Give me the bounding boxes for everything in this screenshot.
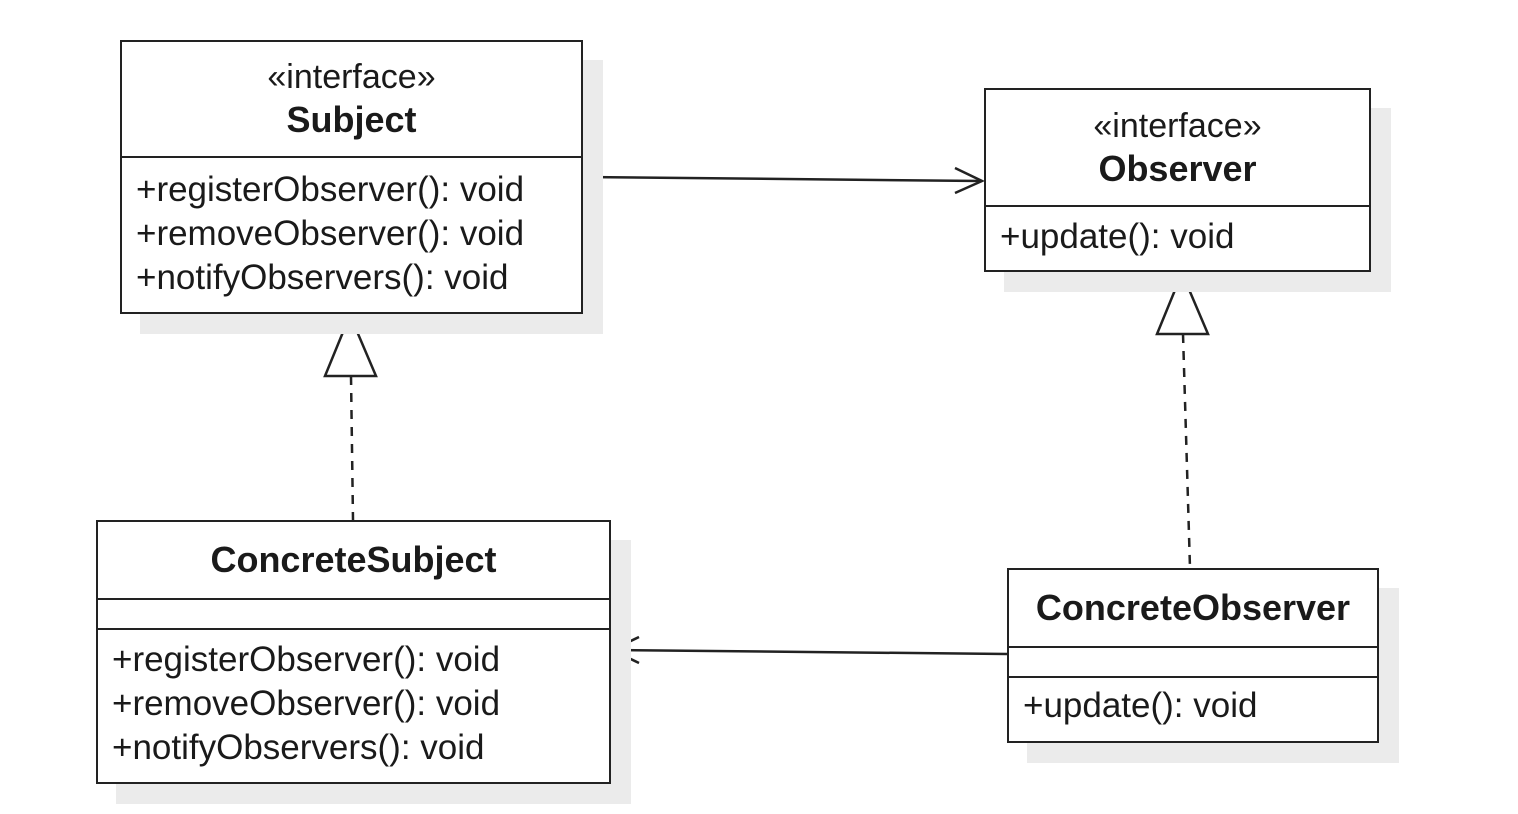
realization-concretesubject-subject [323, 311, 378, 521]
class-name: ConcreteObserver [1035, 587, 1351, 628]
class-header: «interface» Subject [122, 42, 581, 158]
class-header: ConcreteSubject [98, 522, 609, 600]
stereotype-label: «interface» [267, 58, 436, 96]
hollow-triangle-arrowhead [323, 311, 378, 378]
operation: +registerObserver(): void [112, 640, 501, 679]
open-arrowhead [609, 635, 640, 665]
class-name: ConcreteSubject [210, 539, 497, 580]
class-name: Observer [1098, 147, 1257, 189]
operations-compartment: +update(): void [986, 207, 1369, 259]
operation: +notifyObservers(): void [112, 728, 485, 767]
open-arrowhead [954, 166, 985, 195]
association-concreteobserver-concretesubject [609, 635, 1008, 665]
class-header: «interface» Observer [986, 90, 1369, 207]
attributes-compartment [1009, 648, 1377, 678]
operations-compartment: +update(): void [1009, 678, 1377, 728]
hollow-triangle-arrowhead [1155, 269, 1210, 336]
operation: +removeObserver(): void [112, 684, 501, 723]
operation: +removeObserver(): void [136, 214, 525, 253]
class-header: ConcreteObserver [1009, 570, 1377, 648]
class-concrete-observer[interactable]: ConcreteObserver +update(): void [1007, 568, 1379, 743]
operation: +update(): void [1000, 217, 1235, 256]
attributes-compartment [98, 600, 609, 630]
operations-compartment: +registerObserver(): void +removeObserve… [122, 158, 581, 300]
operation: +notifyObservers(): void [136, 258, 509, 297]
operation: +registerObserver(): void [136, 170, 525, 209]
operation: +update(): void [1023, 686, 1258, 725]
operations-compartment: +registerObserver(): void +removeObserve… [98, 630, 609, 770]
association-subject-observer [582, 166, 985, 195]
realization-concreteobserver-observer [1155, 269, 1210, 569]
class-concrete-subject[interactable]: ConcreteSubject +registerObserver(): voi… [96, 520, 611, 784]
class-name: Subject [286, 99, 417, 140]
class-subject[interactable]: «interface» Subject +registerObserver():… [120, 40, 583, 314]
stereotype-label: «interface» [1093, 106, 1262, 145]
class-observer[interactable]: «interface» Observer +update(): void [984, 88, 1371, 272]
